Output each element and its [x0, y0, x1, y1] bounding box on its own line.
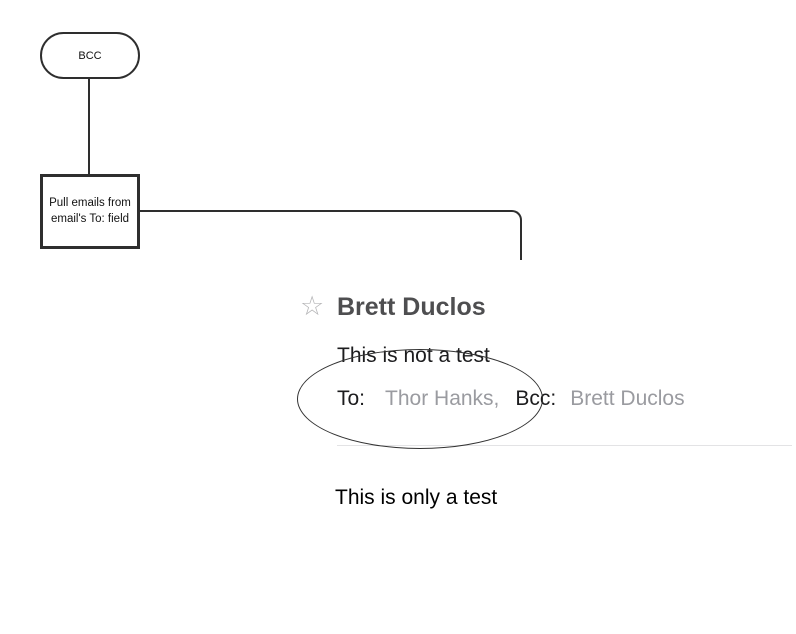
- bcc-recipients: Brett Duclos: [570, 387, 685, 410]
- to-label: To:: [337, 387, 366, 410]
- email-body-text: This is only a test: [335, 486, 498, 509]
- process-box-label-line1: Pull emails from: [49, 196, 131, 209]
- recipients-row: To: Thor Hanks, Bcc: Brett Duclos: [337, 386, 685, 412]
- subject-line: This is not a test: [337, 344, 490, 367]
- bcc-node: BCC: [40, 32, 140, 79]
- process-box-label-line2: email's To: field: [50, 212, 130, 225]
- star-icon[interactable]: ☆: [300, 291, 325, 321]
- bcc-node-label: BCC: [78, 49, 102, 62]
- process-box: Pull emails from email's To: field: [40, 174, 140, 249]
- connector-elbow: [140, 210, 522, 260]
- connector-vertical: [88, 79, 90, 174]
- to-recipients: Thor Hanks,: [385, 387, 500, 410]
- header-divider: [337, 445, 792, 446]
- sender-name: Brett Duclos: [337, 293, 486, 321]
- bcc-label: Bcc:: [515, 387, 557, 410]
